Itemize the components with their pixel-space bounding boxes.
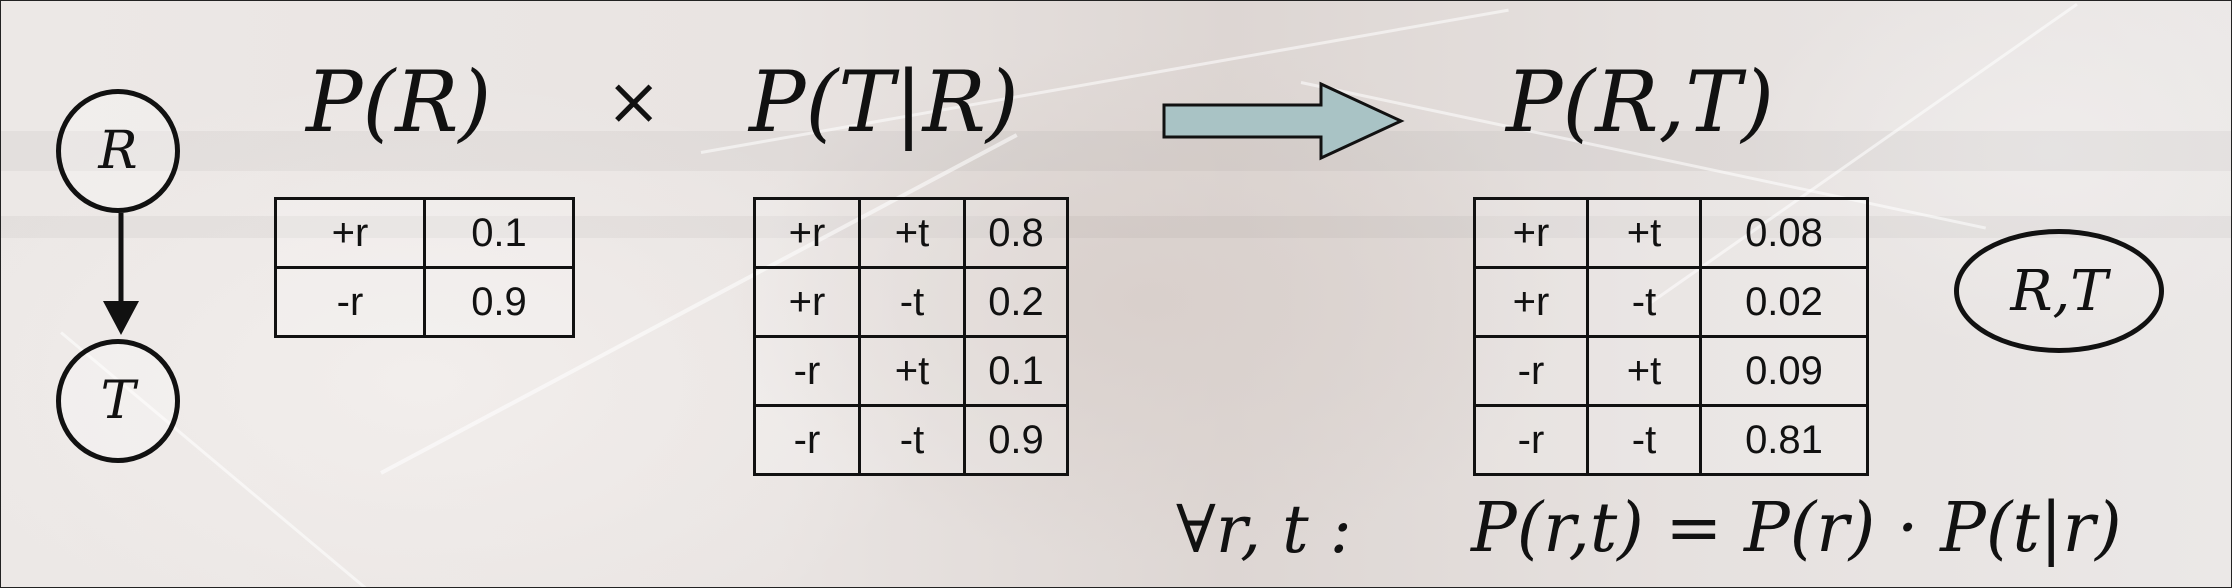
- node-t-label: T: [100, 371, 136, 431]
- table-row: +r +t 0.8: [753, 197, 1069, 269]
- factor-rt-label: R,T: [2010, 258, 2108, 324]
- cell-r: +r: [274, 197, 426, 269]
- cell-p: 0.1: [423, 197, 575, 269]
- cell-t: -t: [1586, 404, 1702, 476]
- table-row: -r -t 0.9: [753, 404, 1069, 476]
- cell-r: +r: [1473, 197, 1589, 269]
- table-row: +r -t 0.02: [1473, 266, 1869, 338]
- cell-p: 0.9: [423, 266, 575, 338]
- cell-t: +t: [858, 335, 966, 407]
- table-row: -r -t 0.81: [1473, 404, 1869, 476]
- cell-p: 0.81: [1699, 404, 1869, 476]
- node-r: R: [56, 89, 180, 213]
- cell-p: 0.02: [1699, 266, 1869, 338]
- table-row: -r 0.9: [274, 266, 575, 338]
- formula-quantifier: ∀r, t :: [1176, 491, 1352, 568]
- cell-r: -r: [753, 335, 861, 407]
- cell-t: +t: [1586, 197, 1702, 269]
- node-r-label: R: [98, 121, 138, 181]
- block-arrow-shape: [1162, 81, 1405, 161]
- table-p-joint: +r +t 0.08 +r -t 0.02 -r +t 0.09 -r -t 0…: [1473, 197, 1869, 476]
- cell-t: -t: [858, 266, 966, 338]
- header-p-joint: P(R,T): [1506, 53, 1775, 151]
- formula-equation: P(r,t) = P(r) · P(t|r): [1471, 489, 2122, 568]
- header-p-t-given-r: P(T|R): [749, 53, 1019, 151]
- table-row: -r +t 0.1: [753, 335, 1069, 407]
- cell-r: -r: [274, 266, 426, 338]
- block-arrow-icon: [1162, 81, 1405, 161]
- cell-p: 0.9: [963, 404, 1069, 476]
- times-symbol: ×: [606, 63, 662, 140]
- table-p-r: +r 0.1 -r 0.9: [274, 197, 575, 338]
- edge-arrowhead: [103, 301, 139, 335]
- table-row: +r 0.1: [274, 197, 575, 269]
- cell-r: +r: [753, 266, 861, 338]
- cell-r: -r: [1473, 335, 1589, 407]
- table-row: +r +t 0.08: [1473, 197, 1869, 269]
- cell-r: -r: [1473, 404, 1589, 476]
- cell-r: +r: [753, 197, 861, 269]
- cell-t: +t: [858, 197, 966, 269]
- factor-rt-node: R,T: [1954, 229, 2164, 353]
- cell-p: 0.1: [963, 335, 1069, 407]
- cell-p: 0.08: [1699, 197, 1869, 269]
- node-t: T: [56, 339, 180, 463]
- table-row: +r -t 0.2: [753, 266, 1069, 338]
- cell-t: +t: [1586, 335, 1702, 407]
- background-band: [1, 131, 2231, 171]
- cell-t: -t: [858, 404, 966, 476]
- header-p-r: P(R): [306, 53, 492, 151]
- cell-p: 0.09: [1699, 335, 1869, 407]
- cell-r: +r: [1473, 266, 1589, 338]
- table-row: -r +t 0.09: [1473, 335, 1869, 407]
- cell-p: 0.8: [963, 197, 1069, 269]
- cell-p: 0.2: [963, 266, 1069, 338]
- cell-r: -r: [753, 404, 861, 476]
- cell-t: -t: [1586, 266, 1702, 338]
- edge-r-to-t: [103, 213, 139, 335]
- table-p-t-given-r: +r +t 0.8 +r -t 0.2 -r +t 0.1 -r -t 0.9: [753, 197, 1069, 476]
